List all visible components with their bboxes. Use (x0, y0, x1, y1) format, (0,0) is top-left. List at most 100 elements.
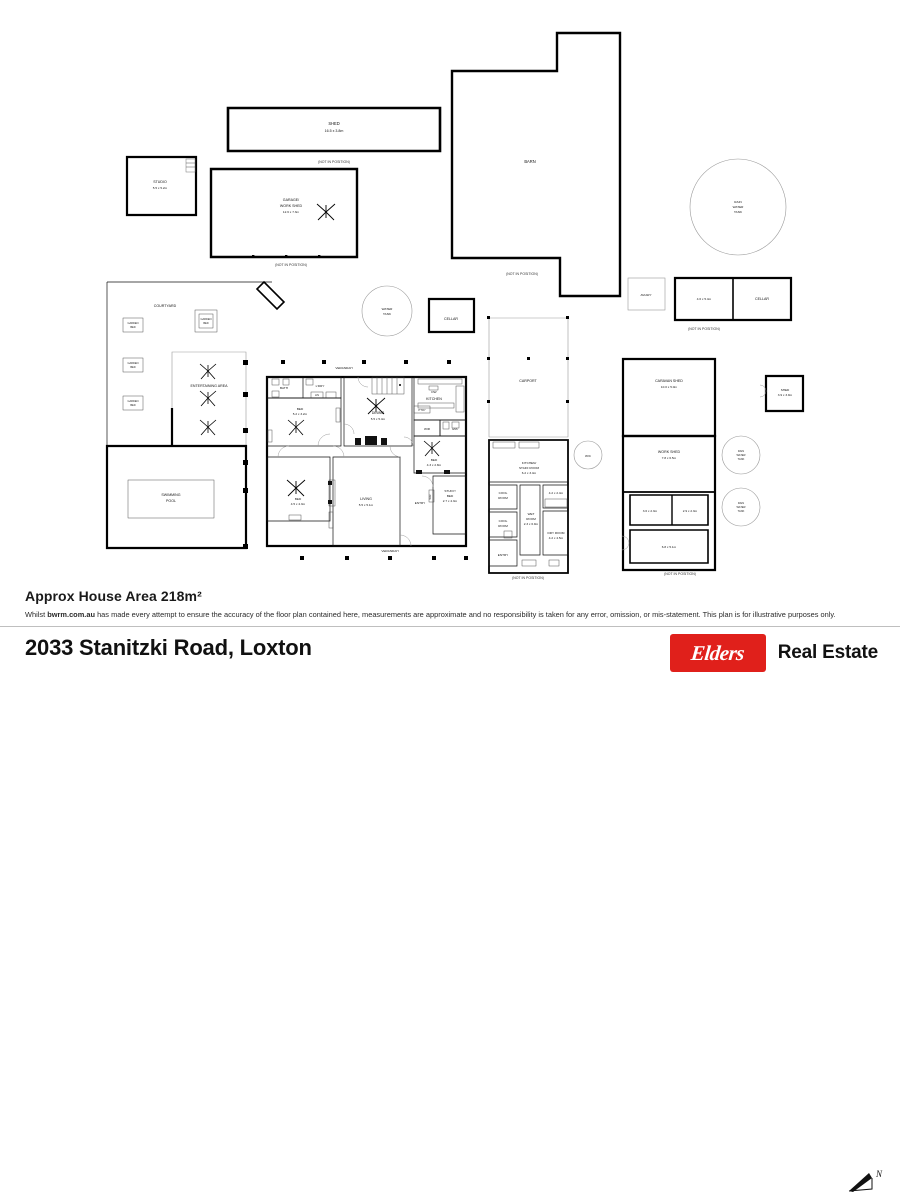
floor-plan-svg: SHED 16.5 x 3.8m (NOT IN POSITION) STUDI… (105, 31, 805, 580)
bed-1-dims: 5.2 x 3.2m (293, 412, 308, 416)
building-shed-right: SHED 3.9 x 3.9m (759, 374, 805, 413)
cellar-right-dims: 4.6 x 5.4m (697, 297, 712, 301)
bath-label: BATH (280, 386, 288, 390)
garden-bed-3-line1: GARDEN (127, 399, 138, 403)
studio-label: STUDIO (153, 180, 167, 184)
carport-label: CARPORT (519, 379, 537, 383)
floor-plan-canvas: SHED 16.5 x 3.8m (NOT IN POSITION) STUDI… (0, 0, 900, 580)
ceiling-fan-icon (199, 363, 217, 380)
dining-label: DINING (372, 411, 385, 415)
ceiling-fan-icon (423, 440, 441, 457)
tank-top-line1: RAIN (734, 200, 741, 204)
building-shed-top: SHED 16.5 x 3.8m (NOT IN POSITION) (226, 106, 442, 164)
study-bed-line1: STUDY/ (444, 489, 455, 493)
swimming-pool-line1: SWIMMING (161, 493, 180, 497)
kitchen-staff-line2: STAFF ROOM (519, 466, 539, 470)
cellar-right-label: CELLAR (755, 297, 769, 301)
rain-water-tank-top: RAIN WATER TANK (689, 158, 787, 256)
kitchen-staff-dims: 6.2 x 3.4m (522, 471, 537, 475)
studio-dims: 5.5 x 5.2m (153, 186, 168, 190)
wet-room-line2: ROOM (526, 517, 536, 521)
ceiling-fan-icon (199, 390, 217, 407)
building-cellar-mid: CELLAR (427, 297, 476, 334)
living-dims: 5.5 x 5.1m (359, 503, 374, 507)
study-bed-line2: BED (447, 494, 454, 498)
elders-logo: Elders (669, 634, 766, 672)
study-bed-dims: 2.7 x 4.3m (443, 499, 458, 503)
building-work-shed-right: WORK SHED 7.8 x 6.5m 3.6 x 2.3m 2.9 x 2.… (621, 434, 717, 576)
work-shed-right-dims: 7.8 x 6.5m (662, 456, 677, 460)
ens-label: ENS (452, 427, 458, 431)
garden-bed-1-line2: BED (130, 325, 135, 329)
garage-not-in-position: (NOT IN POSITION) (275, 263, 307, 267)
dining-dims: 5.5 x 5.4m (371, 417, 386, 421)
garage-dims: 12.6 x 7.3m (283, 210, 300, 214)
garden-bed-4: GARDEN BED (194, 309, 218, 333)
building-caravan-shed: CARAVAN SHED 10.0 x 5.0m (621, 357, 717, 438)
dishwasher-label: DW (431, 390, 436, 394)
annex-not-in-position: (NOT IN POSITION) (512, 576, 544, 580)
brand-lockup: Elders Real Estate (669, 634, 878, 672)
courtyard-area: COURTYARD GARDEN BED GARDEN BED GARDEN B… (106, 280, 286, 455)
rain-water-tank-a: RAIN WATER TANK (721, 435, 761, 475)
swimming-pool: SWIMMING POOL (105, 444, 248, 550)
laundry-label: L'DRY (316, 384, 325, 388)
tank-b-line3: TANK (738, 509, 745, 513)
building-annex: CARPORT KITCHEN/ STAFF ROOM 6.2 x 3.4m W… (487, 316, 603, 580)
wir-2-label: WIR (428, 494, 432, 499)
shed-top-label: SHED (328, 121, 339, 126)
disclaimer-rest: has made every attempt to ensure the acc… (95, 610, 836, 619)
bed-3-label: BED (295, 497, 302, 501)
barn-label: BARN (524, 159, 535, 164)
garage-label-2: WORK SHED (280, 204, 303, 208)
water-tank-mid: WATER TANK (361, 285, 413, 337)
building-garage-work-shed: GARAGE/ WORK SHED 12.6 x 7.3m (NOT IN PO… (209, 167, 359, 267)
wet-room-dims: 2.3 x 6.9m (524, 522, 539, 526)
swimming-pool-line2: POOL (166, 499, 176, 503)
cellar-right-not-in-position: (NOT IN POSITION) (688, 327, 720, 331)
water-tank-mid-line2: TANK (383, 312, 392, 316)
disclaimer-text: Whilst bwrm.com.au has made every attemp… (25, 610, 860, 619)
linen-label: LIN (315, 393, 319, 397)
barn-not-in-position: (NOT IN POSITION) (506, 272, 538, 276)
tank-top-line2: WATER (733, 205, 745, 209)
tank-b-line2: WATER (736, 505, 745, 509)
garden-bed-4-line1: GARDEN (200, 317, 211, 321)
real-estate-text: Real Estate (777, 642, 878, 663)
shed-right-dims: 3.9 x 3.9m (778, 393, 793, 397)
wc-room: W/C (573, 440, 603, 470)
carport-posts (487, 316, 569, 403)
ceiling-fan-icon (366, 397, 386, 415)
store-room-annex-dims: 4.2 x 2.4m (549, 491, 564, 495)
footer-divider (0, 626, 900, 627)
verandah-posts (243, 360, 468, 560)
garden-bed-4-line2: BED (203, 321, 208, 325)
shed-top-not-in-position: (NOT IN POSITION) (318, 160, 350, 164)
work-shed-right-label: WORK SHED (658, 450, 681, 454)
pantry-label: P'TRY (418, 408, 426, 412)
building-aviary: AVIARY (627, 277, 666, 311)
garage-label-1: GARAGE/ (283, 198, 299, 202)
building-barn: BARN (NOT IN POSITION) (450, 31, 622, 298)
cellar-mid-label: CELLAR (444, 317, 458, 321)
tank-a-line3: TANK (738, 457, 745, 461)
garden-bed-1: GARDEN BED (122, 317, 144, 333)
elders-wordmark: Elders (690, 640, 746, 665)
cool-room-2-line2: ROOM (498, 524, 508, 528)
caravan-shed-label: CARAVAN SHED (655, 379, 683, 383)
garden-bed-2: GARDEN BED (122, 357, 144, 373)
bed-1-label: BED (297, 407, 304, 411)
footer: Approx House Area 218m² Whilst bwrm.com.… (0, 580, 900, 1192)
dry-room-label: DRY ROOM (548, 531, 565, 535)
building-studio: STUDIO 5.5 x 5.2m (125, 155, 198, 217)
property-address: 2033 Stanitzki Road, Loxton (25, 635, 312, 660)
bed-2-dims: 4.3 x 2.8m (427, 463, 442, 467)
garden-bed-2-line2: BED (130, 365, 135, 369)
courtyard-label: COURTYARD (154, 304, 177, 308)
tank-a-line1: RAIN (738, 449, 744, 453)
approx-house-area: Approx House Area 218m² (25, 588, 202, 604)
shed-top-dims: 16.5 x 3.8m (325, 129, 344, 133)
kitchen-staff-line1: KITCHEN/ (522, 461, 537, 465)
cool-room-1-line2: ROOM (498, 496, 508, 500)
water-tank-mid-line1: WATER (382, 307, 394, 311)
